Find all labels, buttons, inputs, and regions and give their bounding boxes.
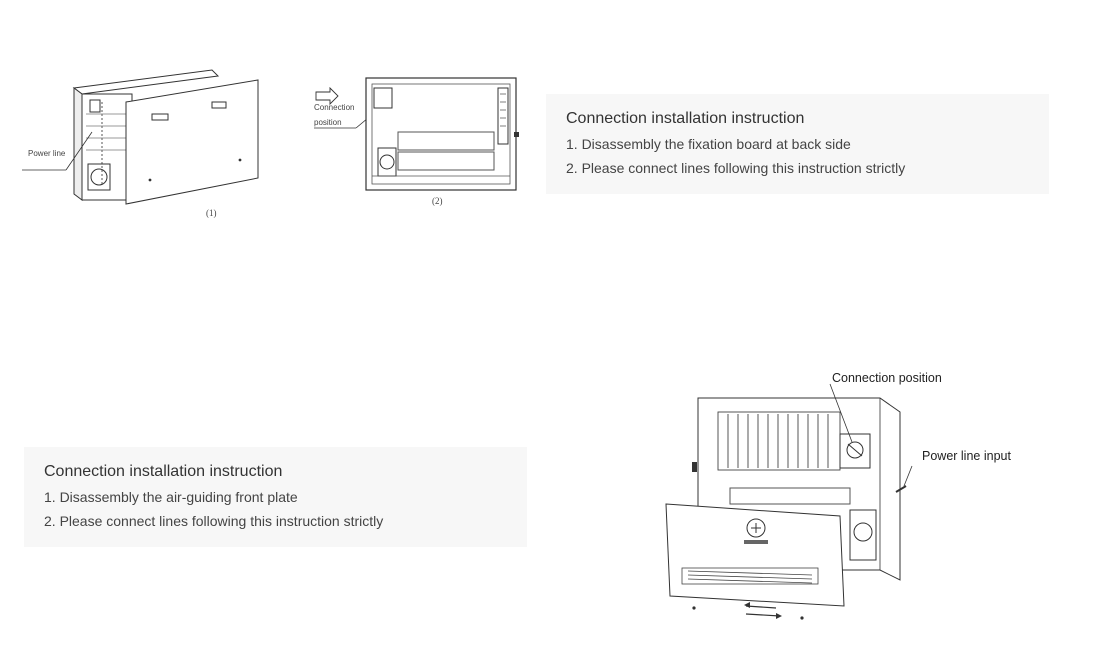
power-line-input-label: Power line input	[922, 449, 1011, 463]
bottom-instruction-box: Connection installation instruction 1. D…	[24, 447, 527, 547]
connection-label: Connection	[314, 103, 354, 112]
bottom-instruction-title: Connection installation instruction	[44, 463, 283, 480]
bottom-instruction-step-1: 1. Disassembly the air-guiding front pla…	[44, 489, 298, 505]
figure-1-back-board-diagram: Power line (1)	[22, 66, 272, 226]
top-instruction-step-1: 1. Disassembly the fixation board at bac…	[566, 136, 851, 152]
bottom-instruction-step-2: 2. Please connect lines following this i…	[44, 513, 384, 529]
figure-2-caption: (2)	[432, 196, 443, 206]
connection-position-label: Connection position	[832, 371, 942, 385]
top-instruction-step-2: 2. Please connect lines following this i…	[566, 160, 906, 176]
top-instruction-title: Connection installation instruction	[566, 110, 805, 127]
figure-3-front-plate-diagram: Connection position Power line input	[660, 362, 1040, 628]
figure-1-caption: (1)	[206, 208, 217, 218]
figure-2-connection-diagram: Connection position (2)	[308, 72, 536, 212]
top-instruction-box: Connection installation instruction 1. D…	[546, 94, 1049, 194]
power-line-label: Power line	[28, 149, 66, 158]
position-label: position	[314, 118, 342, 127]
